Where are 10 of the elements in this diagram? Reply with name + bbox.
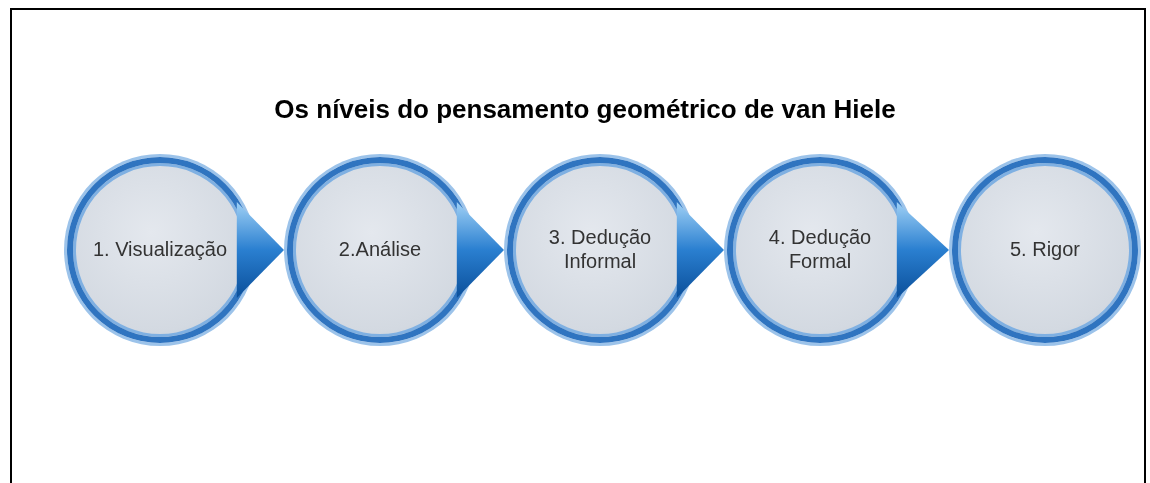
level-label: 1. Visualização: [92, 237, 228, 261]
arrow: [896, 202, 949, 298]
level-label: 3. Dedução Informal: [547, 225, 653, 273]
arrow: [236, 202, 284, 298]
level-label: 2.Análise: [338, 237, 422, 261]
level-label: 5. Rigor: [1010, 237, 1080, 261]
diagram-title: Os níveis do pensamento geométrico de van Hiele: [273, 94, 897, 125]
arrow: [456, 202, 504, 298]
arrow: [676, 202, 724, 298]
level-label: 4. Dedução Formal: [767, 225, 873, 273]
